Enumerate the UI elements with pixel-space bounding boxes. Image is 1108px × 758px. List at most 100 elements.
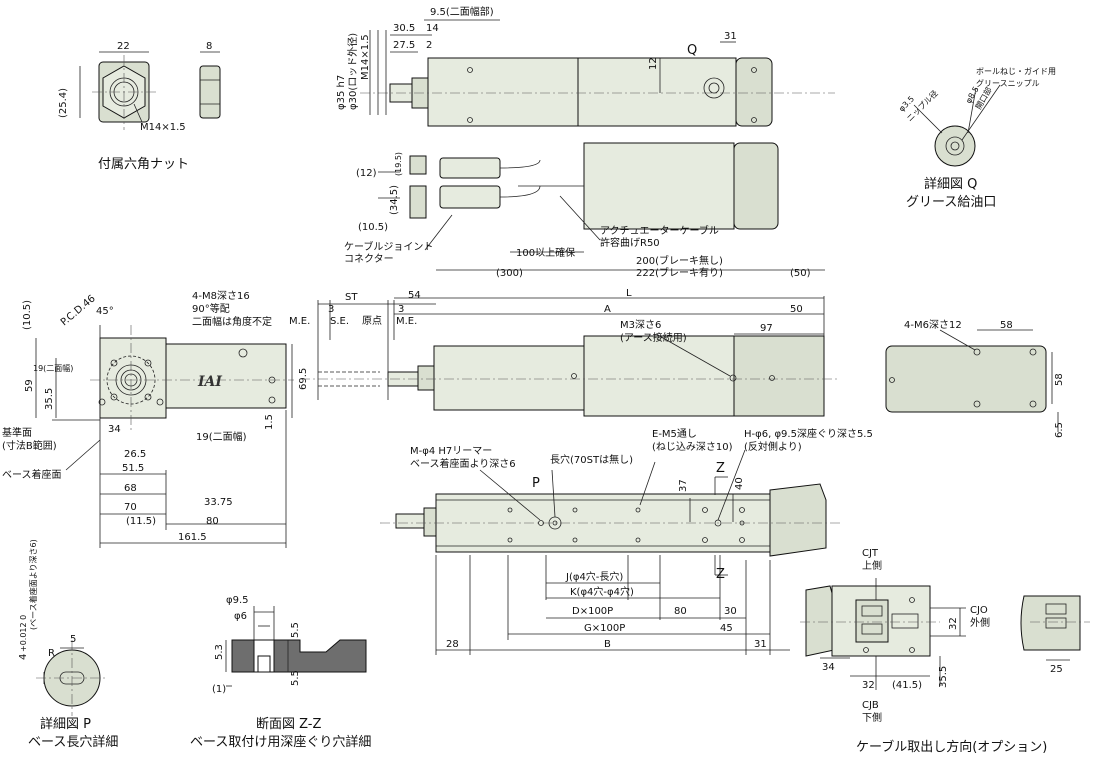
rear-tap: 4-M6深さ12	[904, 319, 962, 331]
dim-30-5: 30.5	[393, 23, 415, 34]
iai-logo: IAI	[197, 374, 222, 390]
p-radius: R	[48, 648, 55, 659]
ref-surface-2: (寸法B範囲)	[2, 439, 57, 452]
nut-thread-label: M14×1.5	[140, 122, 186, 133]
detail-q-caption-2: グリース給油口	[906, 195, 996, 210]
p-label: P	[532, 476, 540, 491]
label-origin: 原点	[362, 315, 382, 327]
dim-27-5: 27.5	[393, 40, 415, 51]
front-dim-19-flat-2: 19(二面幅)	[196, 430, 247, 443]
dim-200: 200(ブレーキ無し)	[636, 254, 723, 267]
p-dim-4: 4	[18, 654, 29, 660]
cable-dim-41-5: (41.5)	[892, 680, 922, 691]
front-view	[35, 325, 294, 548]
rear-dim-58-h: 58	[1054, 373, 1065, 386]
dim-222: 222(ブレーキ有り)	[636, 266, 723, 279]
label-me-1: M.E.	[289, 316, 310, 327]
dim-34-5: (34.5)	[389, 185, 400, 215]
dim-2: 2	[426, 40, 432, 51]
dim-97: 97	[760, 323, 773, 334]
z-label-top: Z	[716, 461, 725, 476]
dim-d: D×100P	[572, 606, 613, 617]
m-note-2: ベース着座面より深さ6	[410, 457, 516, 470]
front-dim-10-5: (10.5)	[22, 300, 33, 330]
cable-dim-32-a: 32	[948, 617, 959, 630]
rod-outer-dim: φ30(ロッド外径)	[346, 33, 359, 110]
connector-note-2: コネクター	[344, 253, 394, 265]
nut-width-dim: 22	[117, 41, 130, 52]
slot-note: 長穴(70STは無し)	[550, 453, 633, 466]
cable-dim-34: 34	[822, 662, 835, 673]
dim-b: B	[604, 639, 611, 650]
rod-dia-dim: φ35 h7	[336, 75, 347, 110]
rear-end-view	[885, 329, 1059, 432]
detail-q-view	[913, 84, 1001, 167]
front-dim-51-5: 51.5	[122, 463, 144, 474]
dim-31: 31	[724, 31, 737, 42]
front-dim-33-75: 33.75	[204, 497, 233, 508]
dim-50: 50	[790, 304, 803, 315]
front-dim-161-5: 161.5	[178, 532, 207, 543]
q-note-1: ボールねじ・ガイド用	[976, 66, 1056, 76]
cjb-label-1: CJB	[862, 700, 879, 711]
rear-dim-58-w: 58	[1000, 320, 1013, 331]
front-tap: 4-M8深さ16	[192, 290, 250, 302]
base-mount-label: ベース着座面	[2, 468, 62, 481]
q-label: Q	[687, 43, 697, 58]
front-dim-80: 80	[206, 516, 219, 527]
front-dim-1-5: 1.5	[264, 414, 275, 430]
m-note-1: M-φ4 H7リーマー	[410, 446, 492, 457]
dim-37: 37	[678, 479, 689, 492]
label-me-2: M.E.	[396, 316, 417, 327]
cjt-label-1: CJT	[862, 548, 879, 559]
rod-thread-dim: M14×1.5	[360, 34, 371, 80]
zz-dim-5-3: 5.3	[214, 644, 225, 660]
front-dim-70: 70	[124, 502, 137, 513]
m3-note-2: (アース接続用)	[620, 331, 687, 344]
section-zz-caption-1: 断面図 Z-Z	[256, 717, 322, 732]
dim-12p: (12)	[356, 168, 377, 179]
cable-dim-25: 25	[1050, 664, 1063, 675]
hex-nut-view	[79, 51, 221, 130]
dim-54: 54	[408, 290, 421, 301]
cable-dim-35-5: 35.5	[938, 666, 949, 688]
dim-80-bottom: 80	[674, 606, 687, 617]
front-dim-34: 34	[108, 424, 121, 435]
p-dim-5: 5	[70, 634, 76, 645]
dim-100: 100以上確保	[516, 246, 575, 259]
dim-k: K(φ4穴-φ4穴)	[570, 585, 634, 598]
z-label-bottom: Z	[716, 567, 725, 582]
dim-12: 12	[648, 57, 659, 70]
q-note-2: グリースニップル	[976, 78, 1040, 88]
dim-flat: 9.5(二面幅部)	[430, 5, 494, 18]
front-angle: 45°	[96, 306, 114, 317]
dim-19-5: (19.5)	[394, 152, 403, 176]
dim-40: 40	[734, 477, 745, 490]
h-note-1: H-φ6, φ9.5深座ぐり深さ5.5	[744, 427, 873, 440]
dim-a: A	[604, 304, 611, 315]
dim-g: G×100P	[584, 623, 625, 634]
side-view	[300, 296, 840, 417]
zz-dim-1: (1)	[212, 684, 226, 695]
front-dim-19-flat: 19(二面幅)	[33, 363, 73, 373]
dim-28: 28	[446, 639, 459, 650]
cable-note-2: 許容曲げR50	[600, 236, 660, 249]
dim-14: 14	[426, 23, 439, 34]
rear-dim-6-5: 6.5	[1054, 422, 1065, 438]
dim-50p: (50)	[790, 268, 811, 279]
zz-dim-5-5-b: 5.5	[290, 670, 301, 686]
cable-dim-32-b: 32	[862, 680, 875, 691]
e-note-1: E-M5通し	[652, 428, 697, 440]
dim-31-bottom: 31	[754, 639, 767, 650]
front-dim-59: 59	[24, 379, 35, 392]
front-dim-11-5: (11.5)	[126, 516, 156, 527]
cjb-label-2: 下側	[862, 711, 882, 724]
dim-l: L	[626, 288, 632, 299]
nut-caption: 付属六角ナット	[98, 157, 189, 172]
connector-note-1: ケーブルジョイント	[344, 240, 433, 253]
m3-note-1: M3深さ6	[620, 319, 661, 331]
nut-height-dim: (25.4)	[58, 88, 69, 118]
front-equal: 90°等配	[192, 302, 230, 315]
dim-st: ST	[345, 292, 358, 303]
